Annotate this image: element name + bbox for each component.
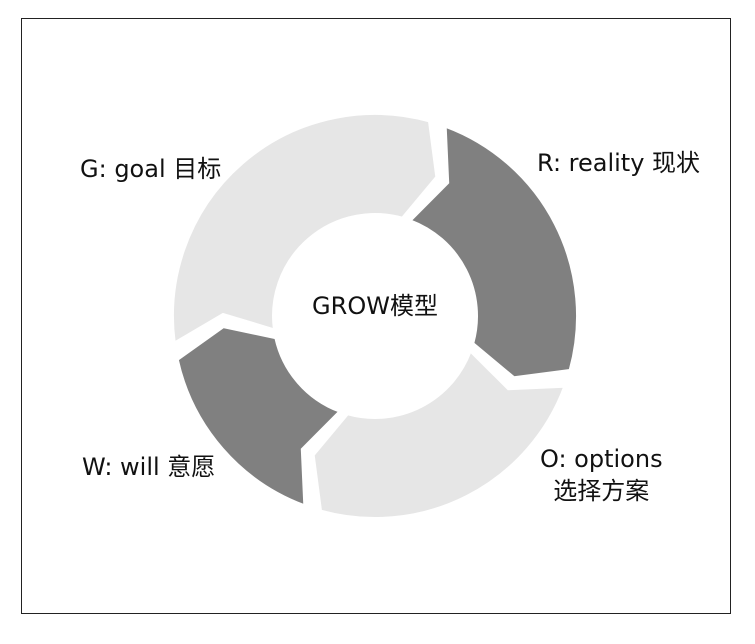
goal-segment: [171, 112, 438, 345]
options-label-line2: 选择方案: [553, 477, 650, 505]
goal-label: G: goal 目标: [80, 155, 222, 183]
center-title: GROW模型: [312, 292, 438, 320]
will-label: W: will 意愿: [82, 453, 216, 481]
options-label-line1: O: options: [540, 445, 663, 473]
options-segment: [312, 349, 566, 520]
reality-segment: [408, 125, 579, 379]
diagram-frame: [21, 18, 731, 614]
will-segment: [176, 326, 342, 507]
reality-label: R: reality 现状: [537, 149, 701, 177]
options-label: O: options 选择方案: [540, 443, 663, 507]
